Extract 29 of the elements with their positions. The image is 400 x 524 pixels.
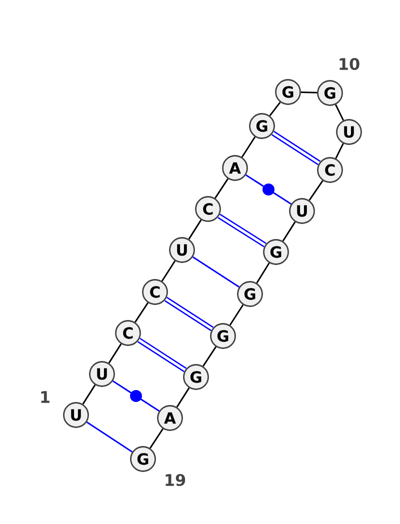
base-pair-line bbox=[112, 380, 160, 412]
backbone-line bbox=[229, 304, 244, 326]
backbone-line bbox=[241, 136, 256, 158]
backbone-line bbox=[82, 384, 96, 404]
base-pair-line bbox=[86, 421, 133, 453]
position-number: 1 bbox=[41, 391, 50, 403]
base-pair-line bbox=[192, 256, 240, 288]
backbone-line bbox=[134, 302, 148, 323]
backbone-line bbox=[335, 104, 344, 121]
backbone-line bbox=[161, 260, 176, 282]
backbone-line bbox=[214, 178, 228, 199]
base-pair-line bbox=[137, 338, 187, 372]
backbone-line bbox=[188, 220, 202, 240]
base-pair-line bbox=[164, 296, 214, 332]
backbone-line bbox=[300, 92, 318, 94]
position-number: 10 bbox=[340, 58, 360, 70]
backbone-line bbox=[256, 262, 270, 284]
backbone-line bbox=[269, 102, 281, 116]
backbone-line bbox=[202, 346, 216, 367]
backbone-line bbox=[176, 388, 190, 408]
base-pair-line bbox=[246, 174, 292, 205]
base-pair-line bbox=[218, 214, 266, 248]
backbone-line bbox=[308, 180, 324, 201]
backbone-line bbox=[282, 222, 296, 242]
backbone-line bbox=[335, 143, 344, 159]
base-pair-line bbox=[271, 130, 321, 166]
backbone-line bbox=[150, 428, 164, 449]
backbone-line bbox=[108, 344, 122, 364]
position-number: 19 bbox=[166, 474, 186, 486]
